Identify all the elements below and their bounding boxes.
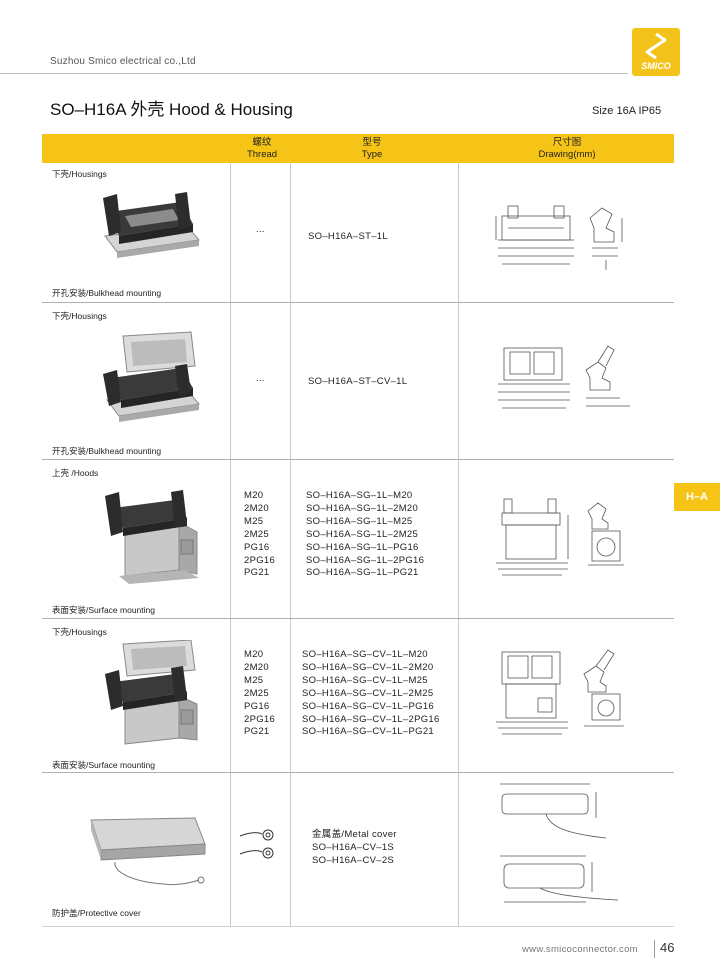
type-header: 型号 Type	[361, 137, 383, 160]
type-value: SO–H16A–ST–1L	[308, 231, 388, 242]
mounting-label: 开孔安装/Bulkhead mounting	[52, 446, 162, 456]
smico-logo: SMICO	[632, 28, 680, 76]
company-name: Suzhou Smico electrical co.,Ltd	[50, 56, 196, 67]
section-tab: H–A	[674, 483, 720, 511]
column-divider-3	[458, 163, 459, 926]
thread-value: ...	[256, 224, 265, 235]
surface-mount-hood-image	[105, 490, 199, 584]
size-label: Size 16A IP65	[592, 105, 662, 117]
type-value: SO–H16A–ST–CV–1L	[308, 376, 408, 387]
drawing-header: 尺寸图 Drawing(mm)	[538, 137, 596, 160]
mounting-label: 表面安装/Surface mounting	[52, 605, 155, 615]
bulkhead-housing-image	[103, 192, 200, 258]
section-category: 下壳/Housings	[52, 627, 107, 637]
dimension-drawing	[500, 783, 619, 903]
type-list: SO–H16A–SG–CV–1L–M20 SO–H16A–SG–CV–1L–2M…	[302, 649, 440, 738]
dimension-drawing	[496, 649, 624, 735]
table-header: 螺纹 Thread 型号 Type 尺寸图 Drawing(mm)	[42, 134, 674, 163]
row-divider	[42, 302, 674, 303]
type-list: 金属盖/Metal cover SO–H16A–CV–1S SO–H16A–CV…	[312, 829, 397, 866]
mounting-label: 表面安装/Surface mounting	[52, 760, 155, 770]
thread-list: M20 2M20 M25 2M25 PG16 2PG16 PG21	[244, 490, 276, 579]
logo-text: SMICO	[641, 61, 671, 71]
footer-separator	[654, 940, 655, 958]
section-category: 下壳/Housings	[52, 311, 107, 321]
mounting-label: 开孔安装/Bulkhead mounting	[52, 288, 162, 298]
bulkhead-housing-with-cover-image	[103, 331, 200, 422]
section-category: 上壳 /Hoods	[52, 468, 99, 478]
column-divider-2	[290, 163, 291, 926]
row-divider	[42, 772, 674, 773]
row-divider	[42, 618, 674, 619]
mounting-label: 防护盖/Protective cover	[52, 908, 141, 918]
page-title: SO–H16A 外壳 Hood & Housing	[50, 100, 293, 119]
surface-mount-housing-with-cover-image	[105, 640, 198, 745]
header-divider	[0, 73, 628, 74]
column-divider-1	[230, 163, 231, 926]
footer-url: www.smicoconnector.com	[522, 944, 638, 955]
page-number: 46	[660, 940, 675, 955]
dimension-drawing	[496, 498, 624, 576]
thread-header: 螺纹 Thread	[246, 137, 278, 160]
table-bottom-border	[42, 926, 674, 927]
row-divider	[42, 459, 674, 460]
section-category: 下壳/Housings	[52, 169, 107, 179]
protective-cover-image	[90, 817, 206, 885]
logo-mark-icon	[645, 32, 667, 60]
thread-value: ...	[256, 373, 265, 384]
cover-ring-icons	[239, 829, 274, 859]
type-list: SO–H16A–SG–1L–M20 SO–H16A–SG–1L–2M20 SO–…	[306, 490, 425, 579]
dimension-drawing	[495, 205, 623, 270]
thread-list: M20 2M20 M25 2M25 PG16 2PG16 PG21	[244, 649, 276, 738]
dimension-drawing	[498, 345, 630, 409]
